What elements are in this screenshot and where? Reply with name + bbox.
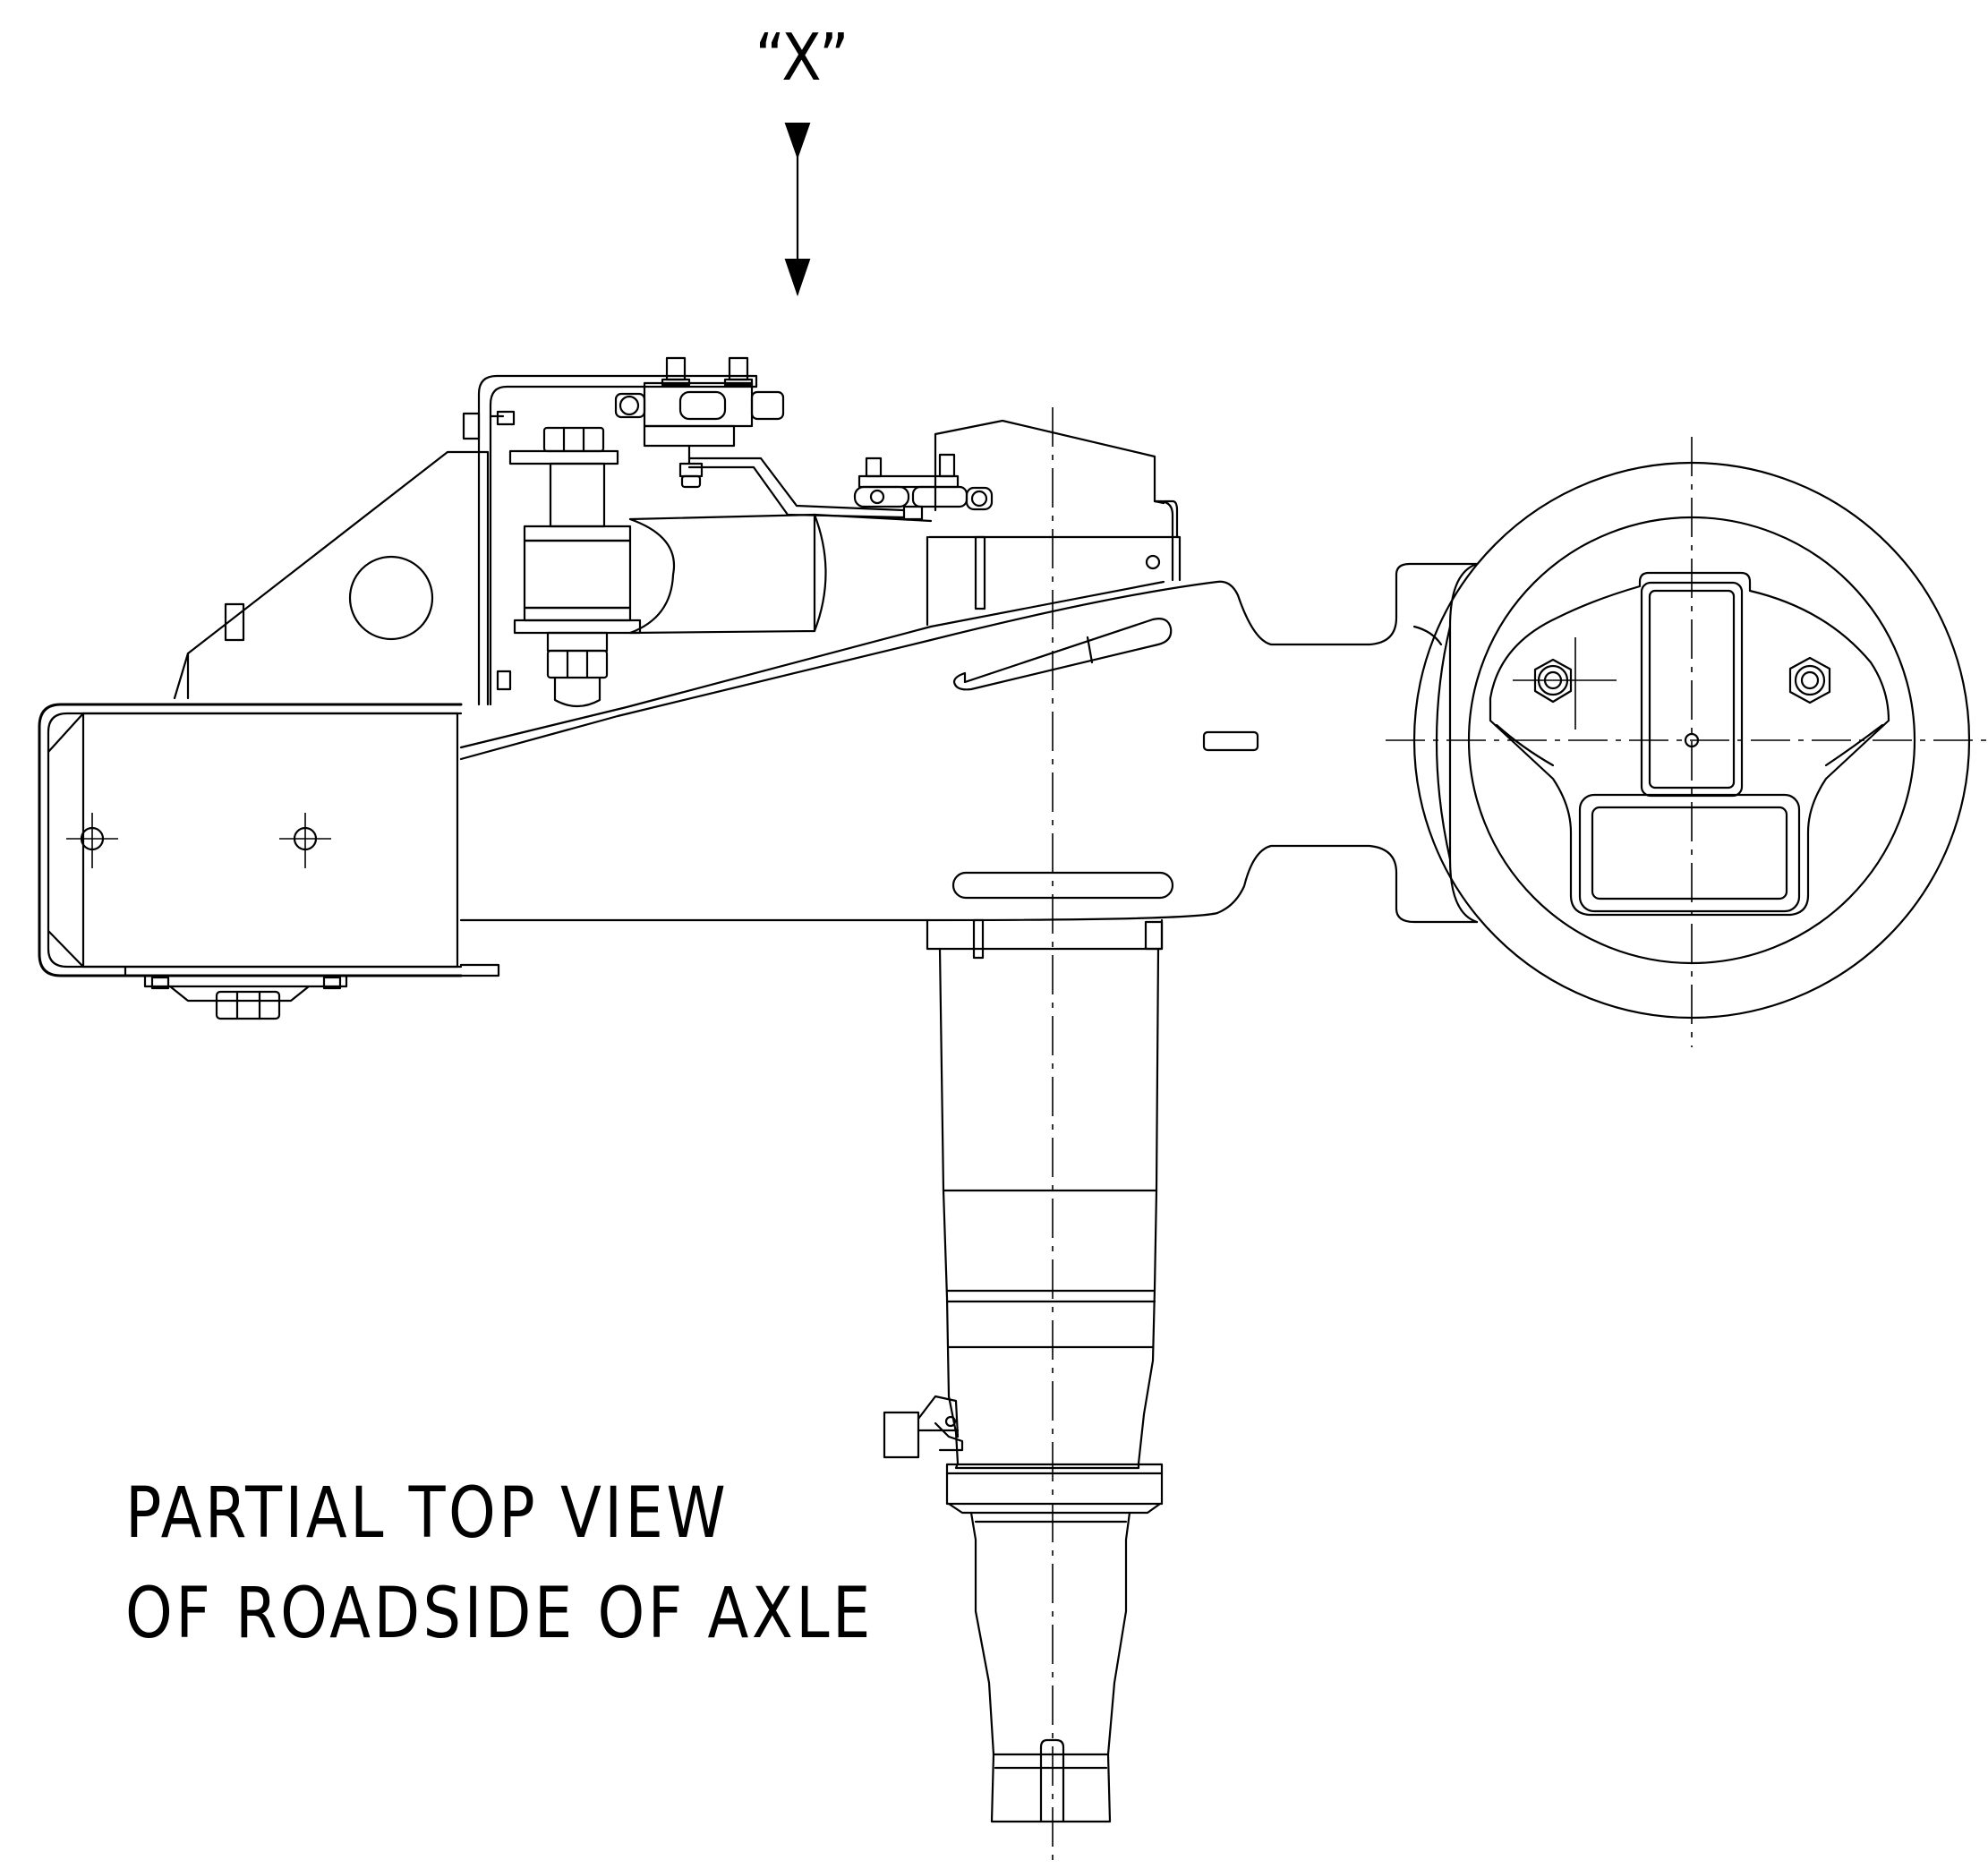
trailing-arm (459, 419, 1479, 960)
view-direction-arrow (784, 122, 811, 297)
caption-line-1: PARTIAL TOP VIEW (125, 1473, 730, 1554)
frame-bracket (38, 703, 500, 1020)
drawing-caption: PARTIAL TOP VIEW OF ROADSIDE OF AXLE (125, 1464, 874, 1664)
air-spring-unit (508, 426, 827, 708)
hanger-plate (173, 374, 758, 706)
wheel-hub (1412, 461, 1971, 1020)
view-marker-label: “X” (755, 20, 849, 95)
centerlines (1052, 407, 1988, 1864)
leveling-valve-linkage (614, 356, 994, 523)
caption-line-2: OF ROADSIDE OF AXLE (125, 1574, 874, 1654)
axle-spindle (883, 947, 1164, 1823)
